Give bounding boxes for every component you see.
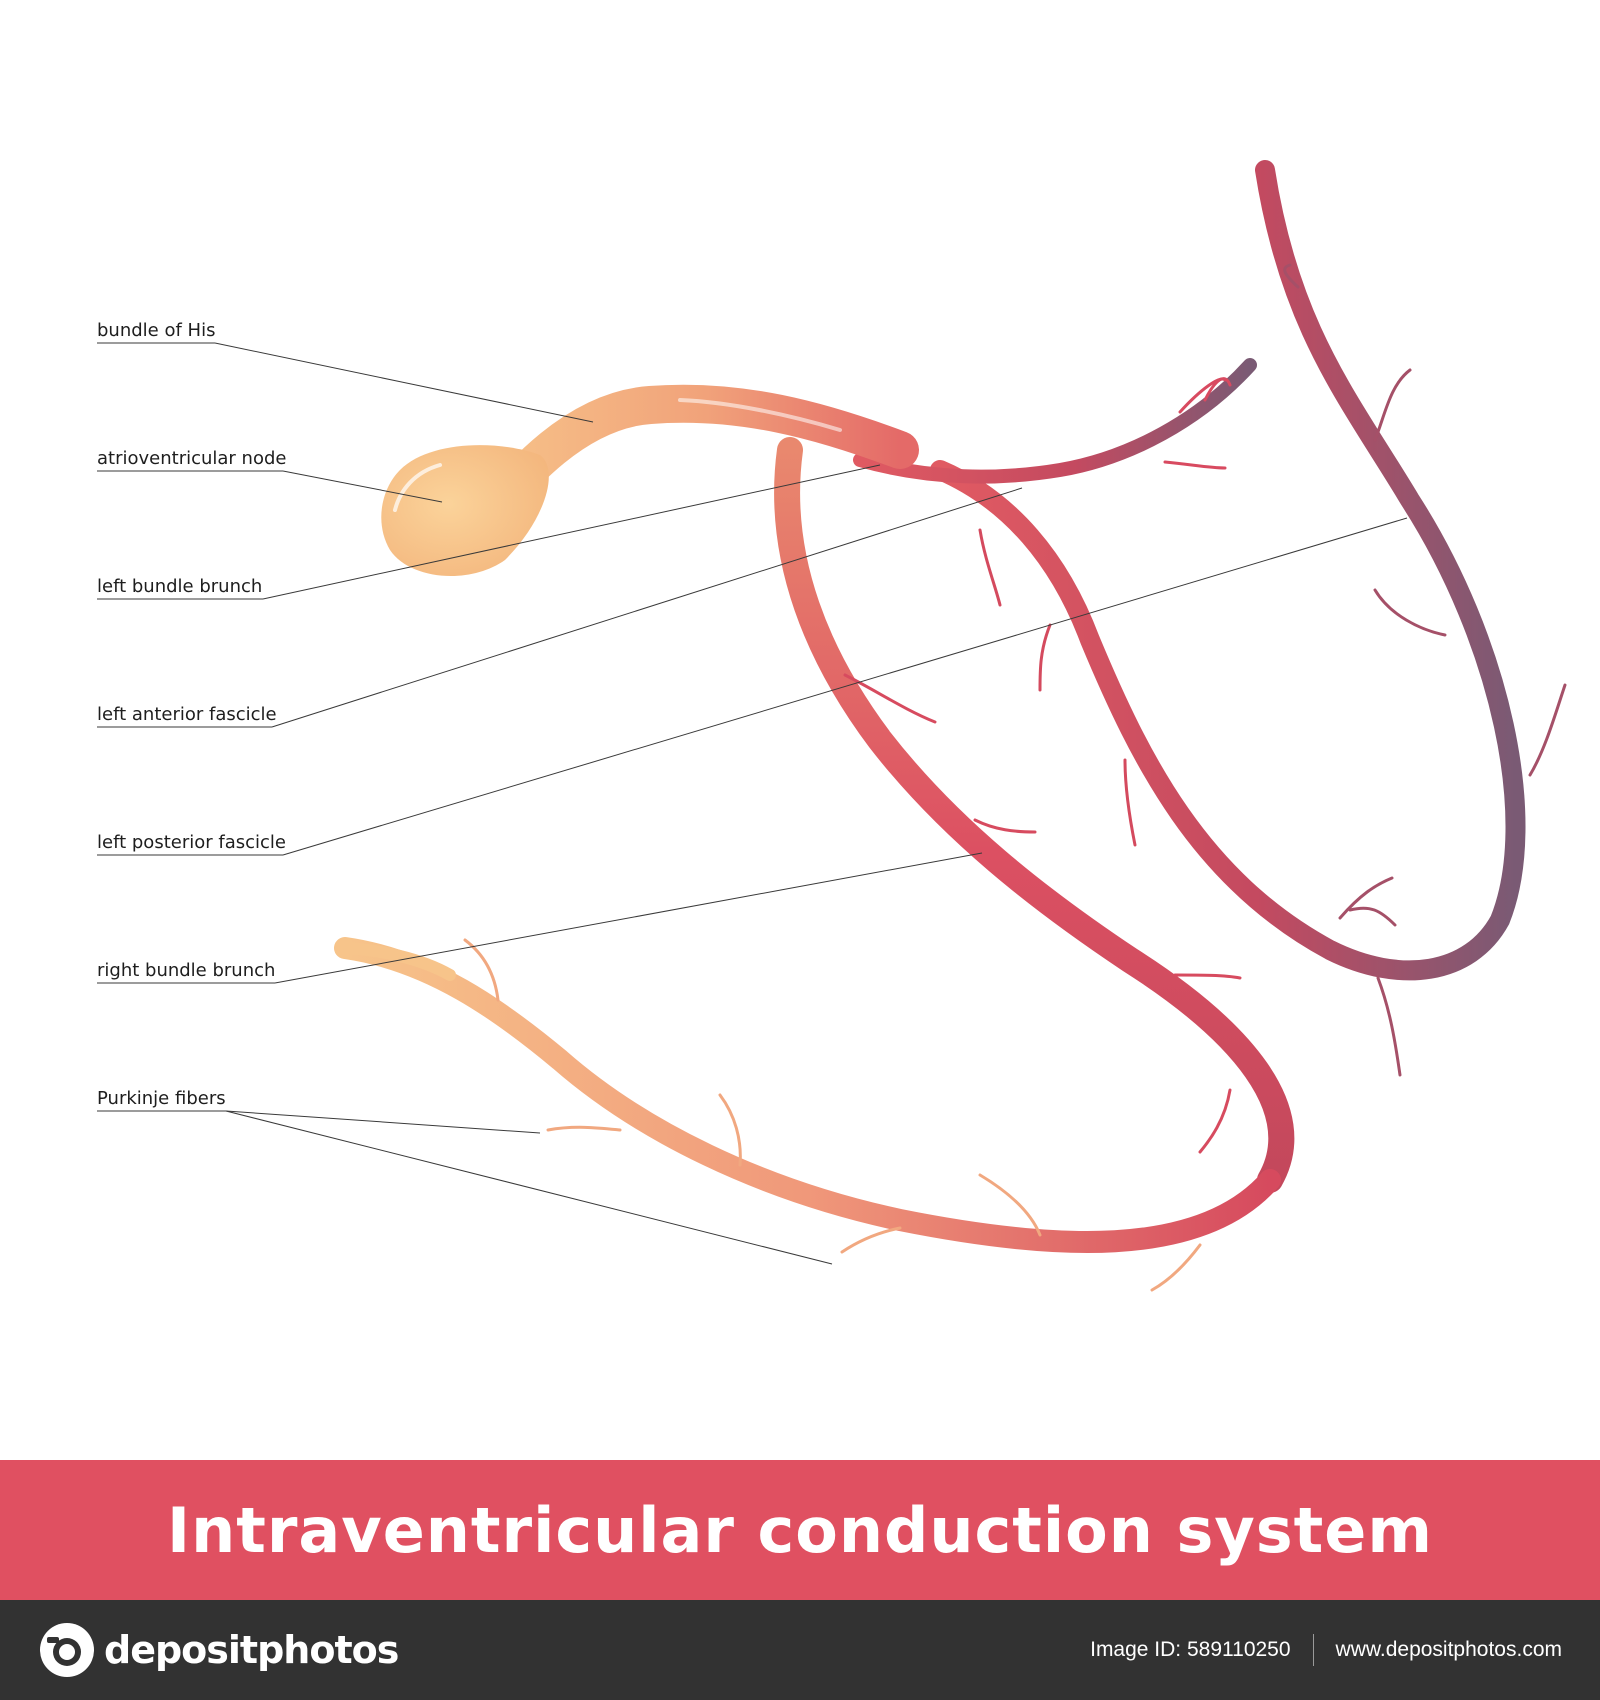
title-banner: Intraventricular conduction system bbox=[0, 1460, 1600, 1600]
footer-meta: Image ID: 589110250 www.depositphotos.co… bbox=[1090, 1634, 1562, 1666]
svg-text:Purkinje fibers: Purkinje fibers bbox=[97, 1088, 226, 1109]
left-anterior-fascicle-fiber bbox=[853, 358, 1257, 484]
label-left-bundle-brunch: left bundle brunch bbox=[97, 464, 881, 600]
label-atrioventricular-node: atrioventricular node bbox=[97, 448, 443, 503]
depositphotos-camera-logo-icon bbox=[40, 1623, 94, 1677]
right-bundle-brunch-fiber bbox=[774, 437, 1295, 1193]
svg-text:bundle of His: bundle of His bbox=[97, 320, 215, 341]
label-left-anterior-fascicle: left anterior fascicle bbox=[97, 487, 1023, 728]
svg-text:left anterior fascicle: left anterior fascicle bbox=[97, 704, 277, 725]
footer-bar: depositphotos Image ID: 589110250 www.de… bbox=[0, 1600, 1600, 1700]
svg-text:left posterior fascicle: left posterior fascicle bbox=[97, 832, 286, 853]
left-posterior-fascicle-fiber bbox=[930, 160, 1567, 1077]
label-bundle-of-his: bundle of His bbox=[97, 320, 594, 423]
image-id: Image ID: 589110250 bbox=[1090, 1638, 1291, 1661]
footer-divider bbox=[1312, 1634, 1314, 1666]
label-purkinje-fibers: Purkinje fibers bbox=[97, 1088, 833, 1265]
brand-name: depositphotos bbox=[104, 1628, 399, 1672]
atrioventricular-node-shape bbox=[381, 445, 549, 577]
website-link[interactable]: www.depositphotos.com bbox=[1335, 1638, 1562, 1661]
svg-text:right bundle brunch: right bundle brunch bbox=[97, 960, 275, 981]
svg-text:left bundle brunch: left bundle brunch bbox=[97, 576, 262, 597]
diagram-title: Intraventricular conduction system bbox=[167, 1493, 1433, 1567]
label-left-posterior-fascicle: left posterior fascicle bbox=[97, 517, 1408, 856]
svg-text:atrioventricular node: atrioventricular node bbox=[97, 448, 286, 469]
label-right-bundle-brunch: right bundle brunch bbox=[97, 852, 983, 984]
purkinje-bottom-fiber bbox=[334, 937, 1281, 1292]
brand-logo-link[interactable]: depositphotos bbox=[38, 1621, 399, 1679]
